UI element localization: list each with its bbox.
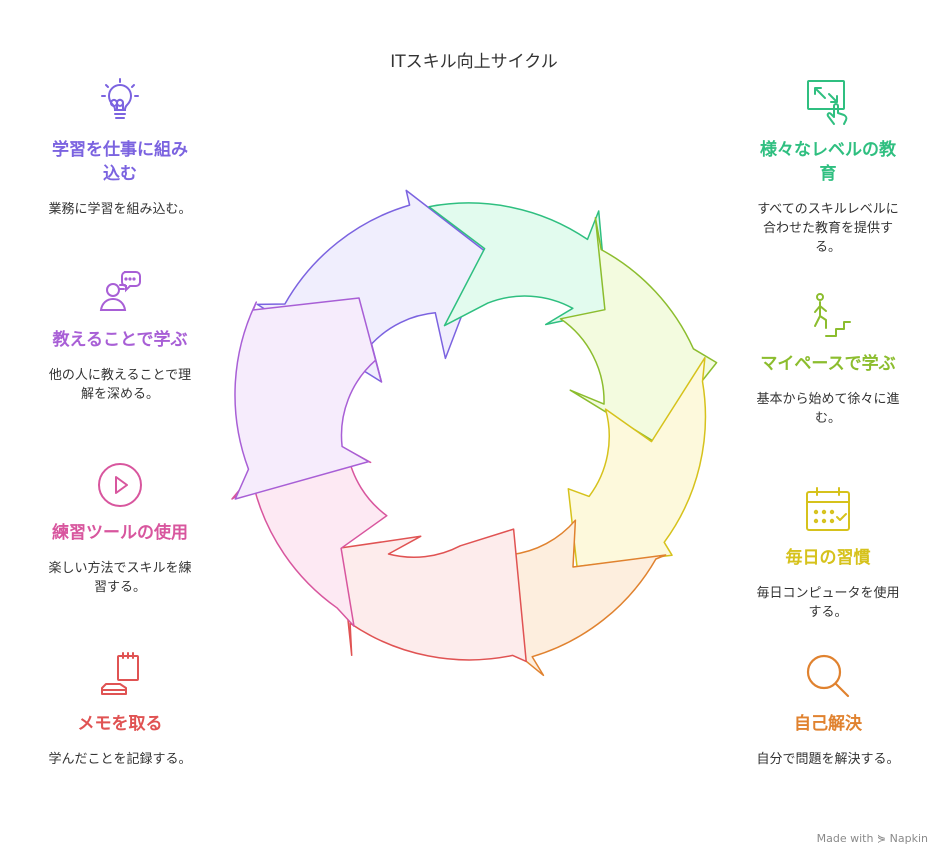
- teaching-person-icon: [99, 271, 141, 311]
- stairs-person-icon: [814, 293, 851, 337]
- calendar-icon: [806, 487, 850, 531]
- panel-take-notes: メモを取る 学んだことを記録する。: [45, 652, 195, 769]
- panel-heading: 練習ツールの使用: [52, 523, 188, 543]
- diagram-title: ITスキル向上サイクル: [390, 52, 558, 72]
- panel-description: 自分で問題を解決する。: [756, 752, 900, 767]
- panel-own-pace: マイペースで学ぶ 基本から始めて徐々に進む。: [753, 292, 903, 428]
- panel-integrate-learning: 学習を仕事に組み込む 業務に学習を組み込む。: [45, 78, 195, 219]
- panel-heading: 自己解決: [794, 714, 862, 734]
- panel-heading: マイペースで学ぶ: [760, 354, 896, 374]
- touch-screen-icon: [807, 80, 848, 125]
- lightbulb-icon: [101, 78, 139, 119]
- search-icon: [806, 654, 850, 698]
- panel-heading: 様々なレベルの教育: [760, 140, 896, 184]
- panel-self-solve: 自己解決 自分で問題を解決する。: [753, 652, 903, 769]
- panel-description: 基本から始めて徐々に進む。: [756, 392, 900, 426]
- panel-practice-tools: 練習ツールの使用 楽しい方法でスキルを練習する。: [45, 461, 195, 597]
- panel-description: すべてのスキルレベルに合わせた教育を提供する。: [757, 202, 899, 255]
- panel-daily-habit: 毎日の習慣 毎日コンピュータを使用する。: [753, 486, 903, 622]
- panel-heading: 毎日の習慣: [785, 548, 871, 568]
- panel-heading: 教えることで学ぶ: [52, 330, 188, 350]
- panel-description: 他の人に教えることで理解を深める。: [48, 368, 192, 402]
- cycle-arrow-own-pace: [559, 217, 718, 443]
- panel-various-levels: 様々なレベルの教育 すべてのスキルレベルに合わせた教育を提供する。: [753, 78, 903, 257]
- panel-teach-to-learn: 教えることで学ぶ 他の人に教えることで理解を深める。: [45, 268, 195, 404]
- panel-description: 楽しい方法でスキルを練習する。: [48, 561, 192, 595]
- cycle-diagram: [231, 189, 718, 677]
- play-icon: [98, 463, 142, 507]
- panel-heading: 学習を仕事に組み込む: [52, 140, 188, 184]
- panel-description: 業務に学習を組み込む。: [48, 202, 192, 217]
- cycle-arrow-teach-to-learn: [234, 297, 383, 500]
- cycle-arrow-take-notes: [339, 528, 527, 663]
- panel-heading: メモを取る: [77, 714, 163, 734]
- napkin-credit: Made with ⋟ Napkin: [816, 832, 928, 845]
- panel-description: 学んだことを記録する。: [48, 752, 192, 767]
- panel-description: 毎日コンピュータを使用する。: [756, 586, 900, 620]
- notepad-icon: [101, 652, 139, 695]
